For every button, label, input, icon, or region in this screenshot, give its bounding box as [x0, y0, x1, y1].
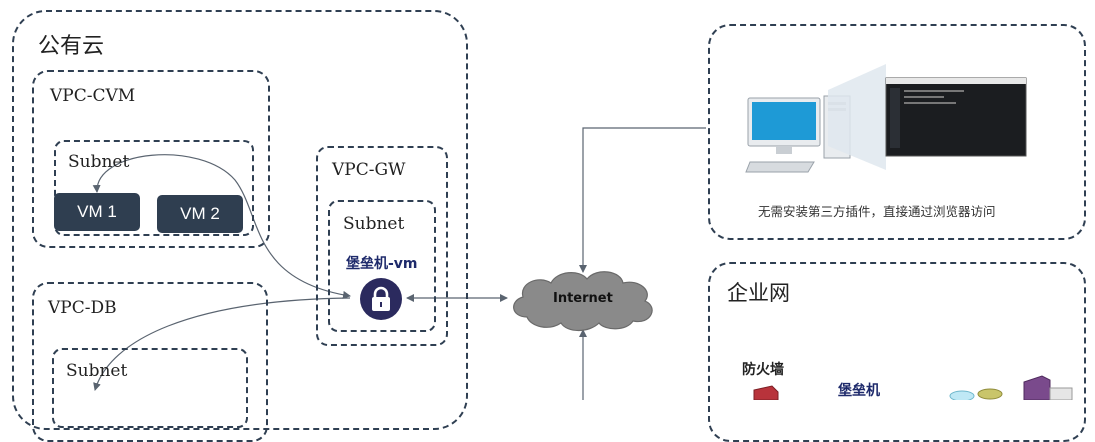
bastion-vm-label: 堡垒机-vm [346, 256, 418, 272]
db-to-bastion-curve [93, 297, 351, 391]
firewall-icon [752, 384, 780, 400]
cloud-icon [505, 265, 661, 333]
vm1-to-bastion-curve [92, 154, 351, 299]
public-cloud-title: 公有云 [38, 34, 105, 59]
vpc-db-subnet-label: Subnet [66, 361, 128, 381]
server-icon [1020, 374, 1076, 400]
vpc-gw-label: VPC-GW [332, 160, 406, 180]
browser-access-caption: 无需安装第三方插件，直接通过浏览器访问 [758, 204, 996, 219]
lock-icon[interactable] [360, 278, 402, 320]
computer-icon [744, 92, 854, 178]
vpc-gw-subnet-label: Subnet [343, 214, 405, 234]
vpc-db-subnet-box [52, 348, 248, 428]
firewall-label: 防火墙 [742, 362, 784, 378]
enterprise-bastion-label: 堡垒机 [838, 383, 880, 399]
database-icon [948, 388, 1008, 400]
vpc-cvm-box [32, 70, 270, 248]
vpc-gw-subnet-box [328, 200, 436, 332]
vpc-gw-box [316, 146, 448, 346]
vpc-cvm-label: VPC-CVM [50, 86, 136, 106]
vm1-node[interactable]: VM 1 [54, 193, 140, 231]
enterprise-network-title: 企业网 [727, 281, 790, 305]
vpc-cvm-subnet-label: Subnet [68, 152, 130, 172]
internet-browser-link [579, 127, 706, 273]
monitor-icon [828, 62, 1028, 172]
vm2-node[interactable]: VM 2 [157, 195, 243, 233]
browser-access-region [708, 24, 1086, 240]
vpc-db-label: VPC-DB [48, 298, 117, 318]
connector-layer [92, 127, 706, 400]
vpc-cvm-subnet-box [54, 140, 254, 236]
internet-label: Internet [553, 291, 613, 306]
